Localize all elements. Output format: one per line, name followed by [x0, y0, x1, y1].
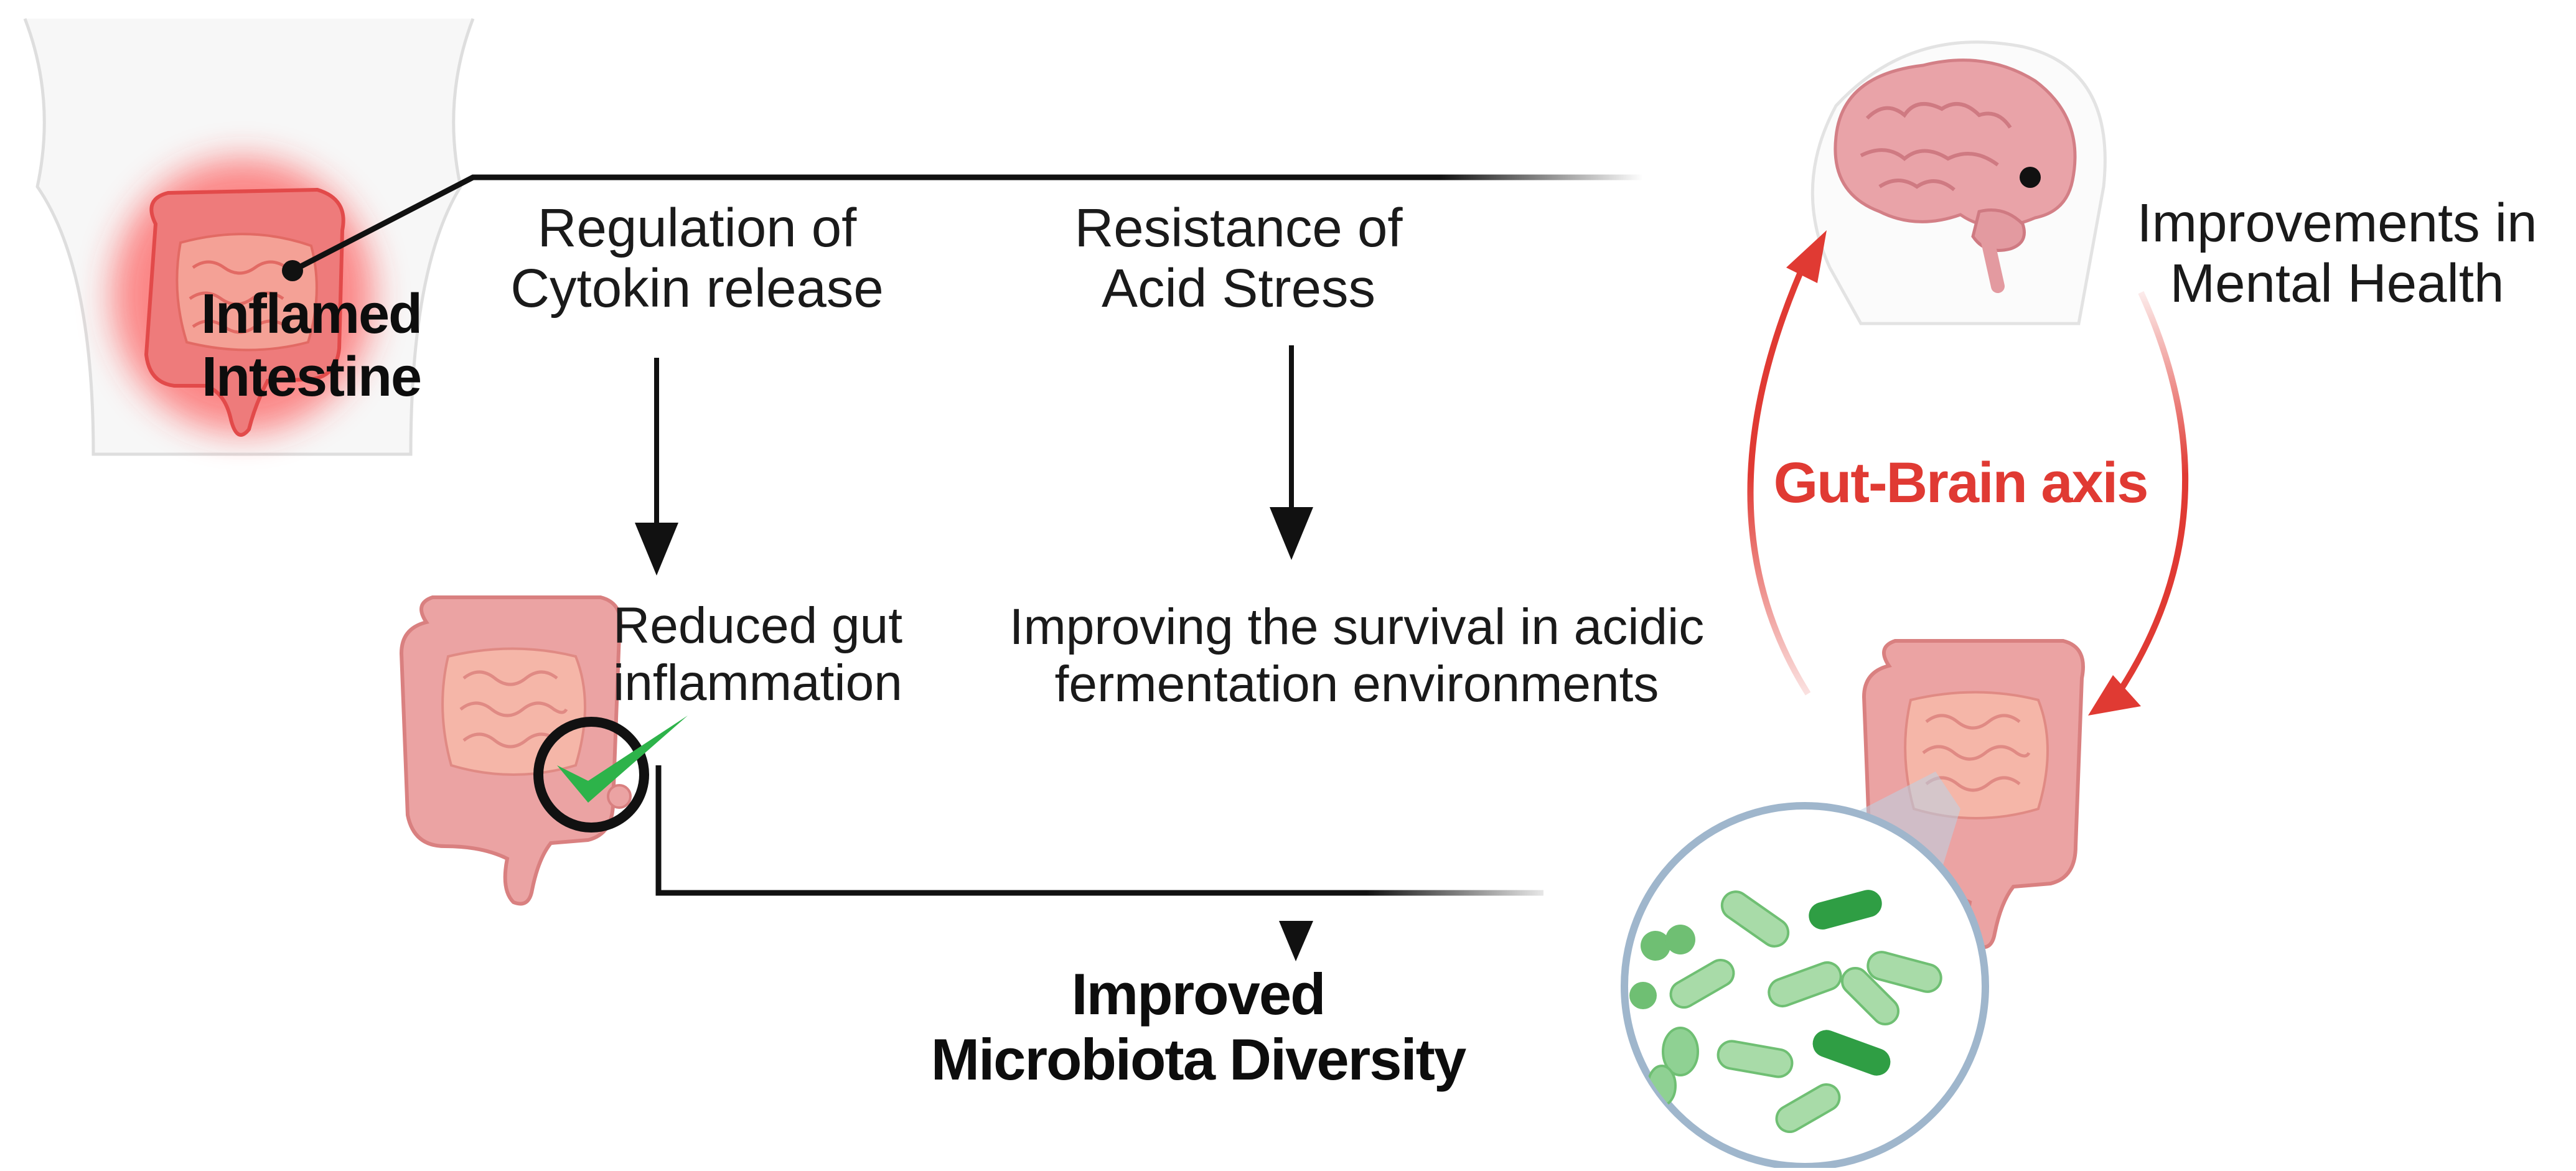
- brain-icon: [1810, 40, 2107, 325]
- inflamed-intestine-icon: [112, 159, 373, 437]
- label-microbiota-diversity: Improved Microbiota Diversity: [846, 961, 1550, 1093]
- arrow-acid-head: [1270, 507, 1313, 560]
- label-mental-health: Improvements in Mental Health: [2104, 193, 2570, 314]
- axis-arrow-up-head: [1786, 230, 1827, 283]
- label-diversity-line2: Microbiota Diversity: [930, 1027, 1466, 1093]
- label-acid-line1: Resistance of: [1074, 198, 1403, 258]
- arrow-cytokine-head: [635, 523, 678, 576]
- label-survival-line2: fermentation environments: [1054, 655, 1659, 712]
- label-cytokine-line1: Regulation of: [537, 198, 857, 258]
- connector-brain-dot: [2020, 167, 2041, 188]
- label-cytokine-line2: Cytokin release: [510, 258, 884, 319]
- label-inflamed-line2: Intestine: [201, 345, 422, 408]
- label-diversity-line1: Improved: [1071, 961, 1326, 1027]
- connector-reduced-line: [655, 765, 1543, 896]
- label-axis-text: Gut-Brain axis: [1773, 451, 2149, 515]
- checkmark-icon: [533, 716, 688, 833]
- intestine-icon: [401, 597, 632, 904]
- label-inflamed-line1: Inflamed: [200, 283, 423, 345]
- label-reduced-line1: Reduced gut: [613, 597, 903, 654]
- label-mental-line1: Improvements in: [2137, 193, 2537, 253]
- label-cytokine: Regulation of Cytokin release: [473, 198, 921, 319]
- label-inflamed-intestine: Inflamed Intestine: [180, 283, 442, 409]
- label-acid: Resistance of Acid Stress: [1027, 198, 1450, 319]
- label-gut-brain-axis: Gut-Brain axis: [1743, 451, 2178, 515]
- microbiota-magnifier-icon: [1621, 772, 1989, 1170]
- connector-inflamed-line: [291, 174, 1643, 273]
- label-survival: Improving the survival in acidic ferment…: [971, 599, 1743, 713]
- axis-arrow-up: [1747, 253, 1811, 696]
- label-reduced-line2: inflammation: [613, 654, 902, 711]
- axis-arrow-down: [2113, 291, 2189, 699]
- label-survival-line1: Improving the survival in acidic: [1009, 599, 1705, 655]
- arrow-diversity-head: [1279, 921, 1313, 961]
- label-reduced-inflammation: Reduced gut inflammation: [613, 597, 962, 712]
- connector-inflamed-dot: [282, 260, 303, 281]
- axis-arrow-down-head: [2088, 675, 2141, 716]
- label-mental-line2: Mental Health: [2170, 253, 2504, 314]
- label-acid-line2: Acid Stress: [1102, 258, 1375, 319]
